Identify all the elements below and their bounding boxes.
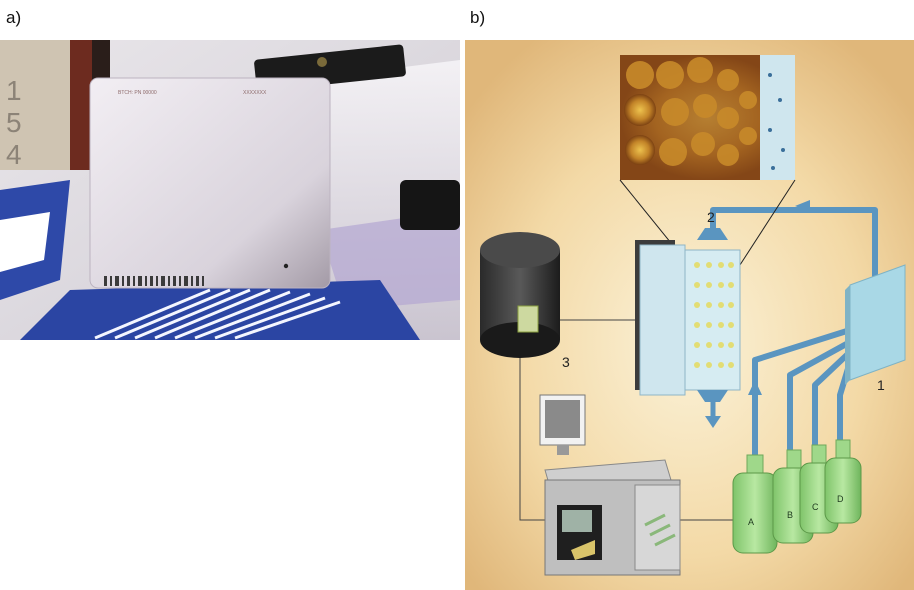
svg-text:4: 4 bbox=[6, 139, 22, 170]
bottle-label-b: B bbox=[787, 510, 793, 520]
microfluidic-zoom-inset bbox=[619, 55, 796, 286]
reagent-bottle-d: D bbox=[824, 439, 862, 524]
slide-barcode bbox=[104, 276, 204, 286]
blue-tray bbox=[0, 180, 420, 340]
flow-arrow-top bbox=[795, 200, 810, 212]
flow-cell bbox=[635, 228, 741, 428]
scanner-cylinder bbox=[480, 232, 560, 358]
microarray-slide: BTCH: PN 00000 XXXXXXX bbox=[89, 77, 331, 289]
flow-arrow-up bbox=[748, 380, 762, 395]
bottle-label-d: D bbox=[837, 494, 844, 504]
bottle-label-a: A bbox=[748, 517, 754, 527]
microarray-slide-photo: 1 5 4 BTCH: PN 00000 XXXXXXX bbox=[0, 40, 460, 340]
hybridization-system-diagram: A B C D 1 2 3 bbox=[465, 40, 914, 590]
slide-header-left: BTCH: PN 00000 bbox=[118, 90, 157, 96]
label-scanner: 3 bbox=[562, 354, 570, 370]
panel-label-b: b) bbox=[470, 8, 486, 27]
label-pump: 1 bbox=[877, 377, 885, 393]
slide-box bbox=[254, 44, 460, 340]
panel-label-a: a) bbox=[6, 8, 22, 27]
slide-header-right: XXXXXXX bbox=[243, 90, 267, 96]
svg-text:5: 5 bbox=[6, 107, 22, 138]
bottle-label-c: C bbox=[812, 502, 819, 512]
pump-manifold bbox=[845, 264, 906, 385]
reagent-bottles: A B C D bbox=[732, 439, 862, 554]
svg-text:1: 1 bbox=[6, 75, 22, 106]
label-flow-cell: 2 bbox=[707, 209, 715, 225]
reagent-bottle-a: A bbox=[732, 454, 778, 554]
control-computer bbox=[539, 394, 681, 576]
